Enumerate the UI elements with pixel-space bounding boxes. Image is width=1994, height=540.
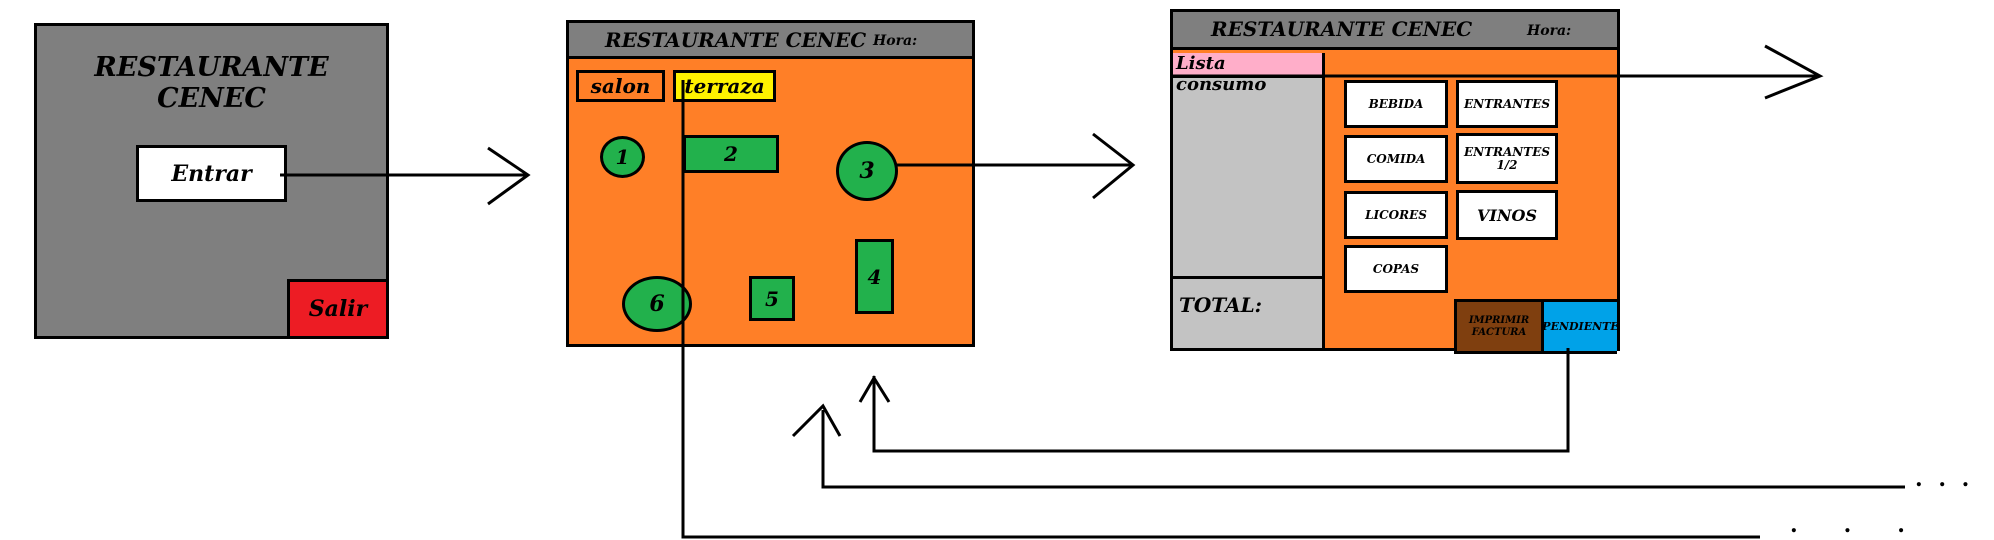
table-3[interactable]: 3 xyxy=(836,141,898,201)
table-5[interactable]: 5 xyxy=(749,276,795,321)
table-6[interactable]: 6 xyxy=(622,276,692,332)
table-2[interactable]: 2 xyxy=(683,135,779,173)
tables-header-time: Hora: xyxy=(873,33,918,49)
arrow-return-second xyxy=(821,410,1905,489)
total-label: TOTAL: xyxy=(1173,276,1322,348)
tables-header-title: RESTAURANTE CENEC xyxy=(605,28,867,52)
ellipsis-bottom: . . . xyxy=(1790,512,1905,538)
arrowhead-next xyxy=(1764,44,1824,100)
arrowhead-order xyxy=(1092,132,1136,200)
category-comida[interactable]: COMIDA xyxy=(1344,135,1448,183)
login-screen: RESTAURANTE CENEC Entrar Salir xyxy=(34,23,389,339)
arrowhead-back-1 xyxy=(858,375,891,403)
category-licores[interactable]: LICORES xyxy=(1344,191,1448,239)
order-header-time: Hora: xyxy=(1527,23,1572,39)
ellipsis-top: . . . xyxy=(1915,466,1974,492)
order-header: RESTAURANTE CENEC Hora: xyxy=(1173,12,1617,50)
tab-terraza[interactable]: terraza xyxy=(673,70,776,102)
arrow-pending-back xyxy=(872,348,1570,453)
order-header-title: RESTAURANTE CENEC xyxy=(1211,17,1473,41)
category-entrantes-half[interactable]: ENTRANTES 1/2 xyxy=(1456,133,1558,184)
print-invoice-button[interactable]: IMPRIMIR FACTURA xyxy=(1454,299,1544,354)
table-4[interactable]: 4 xyxy=(855,239,894,314)
tables-header: RESTAURANTE CENEC Hora: xyxy=(569,23,972,59)
tab-salon[interactable]: salon xyxy=(576,70,665,102)
arrow-terraza-line xyxy=(681,80,1760,539)
exit-button[interactable]: Salir xyxy=(287,279,386,336)
arrowhead-back-2 xyxy=(791,403,842,438)
arrowhead-tables xyxy=(487,146,531,206)
tables-screen: RESTAURANTE CENEC Hora: salon terraza 1 … xyxy=(566,20,975,347)
category-vinos[interactable]: VINOS xyxy=(1456,190,1558,240)
table-1[interactable]: 1 xyxy=(600,136,645,178)
category-copas[interactable]: COPAS xyxy=(1344,245,1448,293)
pending-button[interactable]: PENDIENTE xyxy=(1541,299,1619,354)
category-entrantes[interactable]: ENTRANTES xyxy=(1456,80,1558,128)
category-bebida[interactable]: BEBIDA xyxy=(1344,80,1448,128)
